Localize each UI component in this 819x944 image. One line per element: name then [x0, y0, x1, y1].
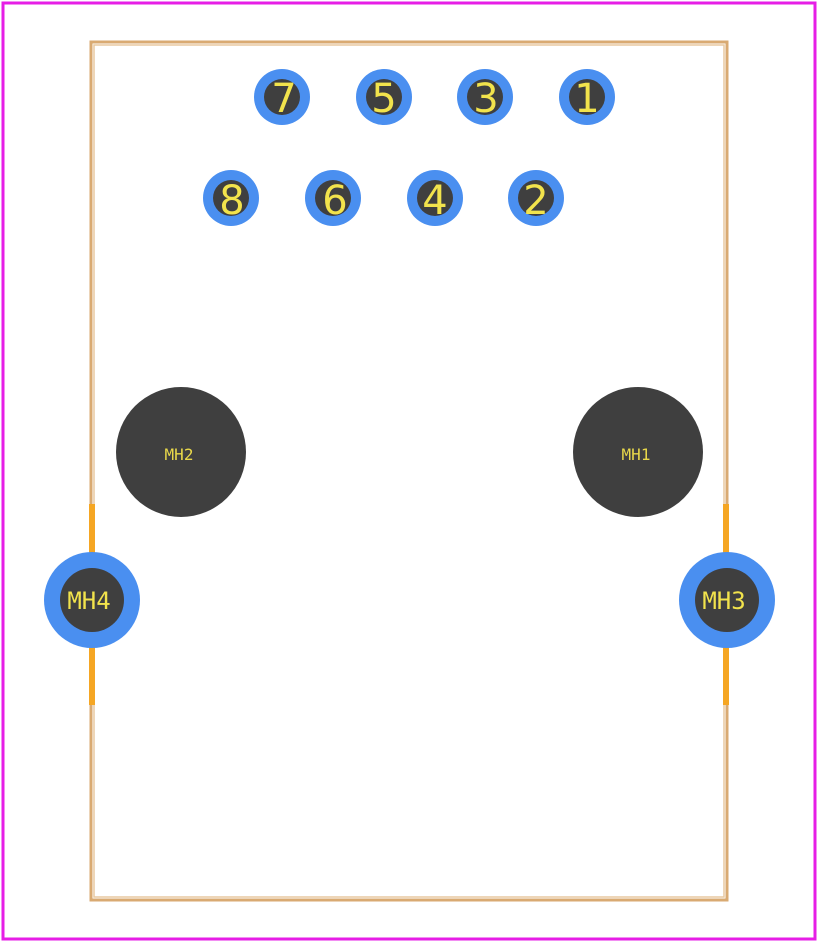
- side-markers: [89, 504, 729, 705]
- pin-pad-8: 8: [203, 170, 259, 226]
- pin-pad-3: 3: [457, 69, 513, 125]
- pin-label-5: 5: [371, 76, 396, 122]
- mh-label-mh1: MH1: [622, 445, 651, 464]
- mounting-hole-mh2: MH2: [116, 387, 246, 517]
- pin-label-2: 2: [523, 178, 548, 224]
- pin-pad-1: 1: [559, 69, 615, 125]
- pin-pad-2: 2: [508, 170, 564, 226]
- pin-pad-4: 4: [407, 170, 463, 226]
- pin-pad-7: 7: [254, 69, 310, 125]
- pin-label-1: 1: [574, 76, 599, 122]
- pin-label-7: 7: [271, 76, 296, 122]
- pin-label-4: 4: [422, 178, 447, 224]
- mounting-pad-mh4: MH4: [44, 552, 140, 648]
- mh-label-mh2: MH2: [165, 445, 194, 464]
- mounting-pad-mh3: MH3: [679, 552, 775, 648]
- mh-label-mh4: MH4: [67, 587, 110, 615]
- mh-label-mh3: MH3: [702, 587, 745, 615]
- mounting-hole-mh1: MH1: [573, 387, 703, 517]
- pin-pad-5: 5: [356, 69, 412, 125]
- pin-label-6: 6: [322, 178, 347, 224]
- pin-label-8: 8: [219, 178, 244, 224]
- body-outline: [89, 40, 729, 902]
- pin-label-3: 3: [473, 76, 498, 122]
- pin-pad-6: 6: [305, 170, 361, 226]
